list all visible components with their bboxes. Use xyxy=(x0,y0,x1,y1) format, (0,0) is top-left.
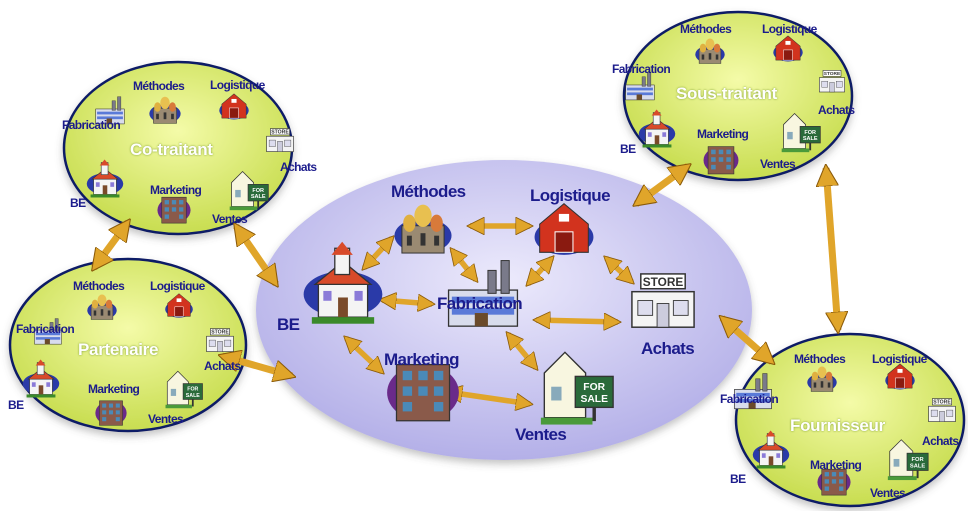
cotraitant-methodes-label: Méthodes xyxy=(133,79,185,93)
center-achats-label: Achats xyxy=(641,339,695,358)
center-logistique-label: Logistique xyxy=(530,186,611,205)
partenaire-fabrication-label: Fabrication xyxy=(16,322,75,336)
arrow-center-fournisseur xyxy=(722,318,772,362)
partenaire-achats-icon xyxy=(206,328,234,353)
arrow-soustraitant-fournisseur xyxy=(826,168,838,330)
cotraitant-be-label: BE xyxy=(70,196,86,210)
center-marketing-office-icon xyxy=(386,363,460,422)
fournisseur-be-label: BE xyxy=(730,472,746,486)
soustraitant-ventes-label: Ventes xyxy=(760,157,796,171)
arrow-partenaire-center xyxy=(222,356,292,376)
partenaire-be-label: BE xyxy=(8,398,24,412)
soustraitant-name: Sous-traitant xyxy=(676,84,777,103)
soustraitant-be-label: BE xyxy=(620,142,636,156)
partenaire-ventes-label: Ventes xyxy=(148,412,184,426)
arrow-cotraitant-center xyxy=(236,226,276,284)
center-be-label: BE xyxy=(277,315,300,334)
cotraitant-marketing-icon xyxy=(157,196,191,224)
cotraitant-name: Co-traitant xyxy=(130,140,213,159)
soustraitant-marketing-icon xyxy=(703,146,739,175)
partenaire-marketing-icon xyxy=(94,400,128,426)
center-achats-store-icon xyxy=(630,272,696,329)
cotraitant-logistique-label: Logistique xyxy=(210,78,265,92)
fournisseur-marketing-icon xyxy=(817,468,851,496)
arrow-fabrication-achats xyxy=(536,320,618,322)
fournisseur-marketing-label: Marketing xyxy=(810,458,862,472)
cotraitant-achats-icon xyxy=(266,128,294,153)
center-fabrication-label: Fabrication xyxy=(437,294,523,313)
partenaire-logistique-label: Logistique xyxy=(150,279,205,293)
arrow-soustraitant-center xyxy=(636,166,688,204)
arrow-be-methodes xyxy=(364,238,392,268)
arrow-logistique-achats xyxy=(606,258,632,282)
soustraitant-logistique-label: Logistique xyxy=(762,22,817,36)
fournisseur-ventes-label: Ventes xyxy=(870,486,906,500)
arrow-fabrication-ventes xyxy=(508,334,536,368)
arrow-be-fabrication xyxy=(382,300,432,304)
soustraitant-marketing-label: Marketing xyxy=(697,127,749,141)
fournisseur-logistique-label: Logistique xyxy=(872,352,927,366)
center-ventes-label: Ventes xyxy=(515,425,567,444)
soustraitant-fabrication-label: Fabrication xyxy=(612,62,671,76)
partenaire-marketing-label: Marketing xyxy=(88,382,140,396)
partenaire-name: Partenaire xyxy=(78,340,159,359)
arrow-fabrication-logistique xyxy=(528,258,552,284)
center-methodes-label: Méthodes xyxy=(391,182,466,201)
partenaire-methodes-label: Méthodes xyxy=(73,279,125,293)
fournisseur-fabrication-label: Fabrication xyxy=(720,392,779,406)
center-marketing-label: Marketing xyxy=(384,350,460,369)
soustraitant-methodes-label: Méthodes xyxy=(680,22,732,36)
cotraitant-fabrication-label: Fabrication xyxy=(62,118,121,132)
partenaire-achats-label: Achats xyxy=(204,359,241,373)
fournisseur-achats-icon xyxy=(928,398,956,423)
fournisseur-name: Fournisseur xyxy=(790,416,885,435)
cotraitant-achats-label: Achats xyxy=(280,160,317,174)
arrow-be-marketing xyxy=(346,338,382,372)
cotraitant-ventes-label: Ventes xyxy=(212,212,248,226)
arrow-marketing-ventes xyxy=(448,392,530,404)
arrow-cotraitant-partenaire xyxy=(94,222,128,268)
arrow-methodes-fabrication xyxy=(452,250,476,280)
soustraitant-achats-icon xyxy=(818,69,846,93)
fournisseur-achats-label: Achats xyxy=(922,434,959,448)
fournisseur-methodes-label: Méthodes xyxy=(794,352,846,366)
cotraitant-marketing-label: Marketing xyxy=(150,183,202,197)
soustraitant-achats-label: Achats xyxy=(818,103,855,117)
